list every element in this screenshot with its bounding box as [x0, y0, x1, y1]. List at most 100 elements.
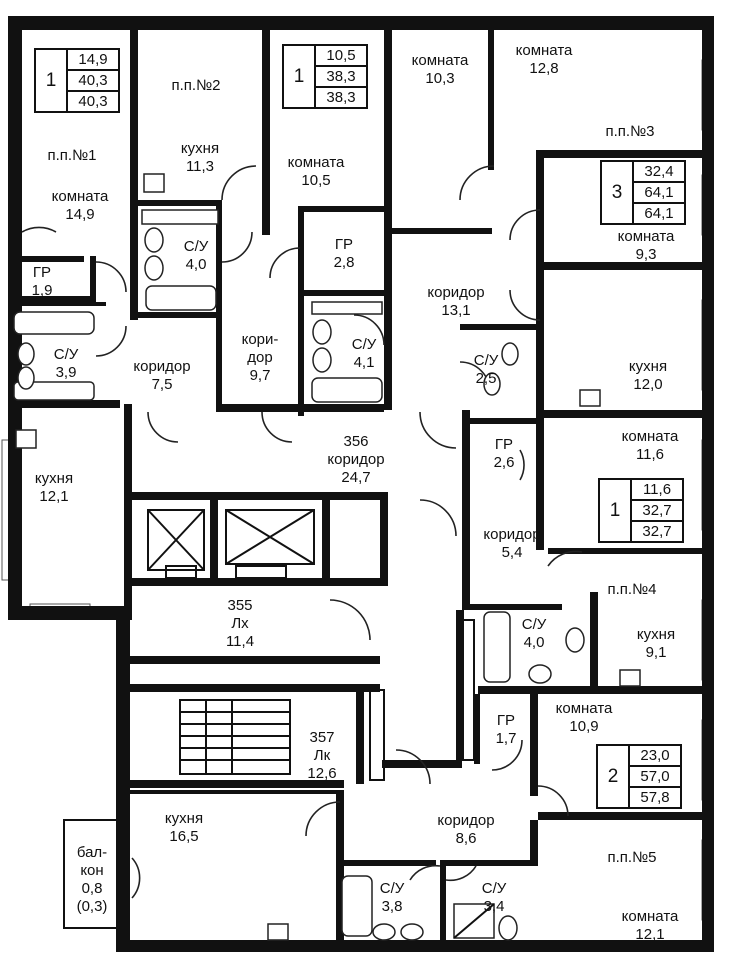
toilet [565, 627, 585, 653]
room-label: ГР 1,9 [31, 264, 53, 299]
living-area: 10,5 [316, 46, 366, 67]
apartment-rooms: 1 [36, 50, 68, 111]
door [261, 411, 293, 443]
apartment-rooms: 1 [284, 46, 316, 107]
unit-label-pp2: п.п.№2 [171, 77, 221, 94]
apartment-badge-1: 1 14,9 40,3 40,3 [34, 48, 120, 113]
room-label: коридор 8,6 [437, 812, 495, 847]
door [547, 550, 583, 567]
room-label: 355 Лх 11,4 [225, 597, 255, 650]
door [269, 247, 301, 279]
room-label: С/У 4,0 [183, 238, 209, 273]
total-area-with-balcony: 64,1 [644, 205, 674, 222]
room-label: ГР 1,7 [495, 712, 517, 747]
room-label: С/У 3,4 [481, 880, 507, 915]
sink [619, 669, 641, 687]
apartment-badge-3: 3 32,4 64,1 64,1 [600, 160, 686, 225]
toilet [528, 664, 552, 684]
door [395, 749, 431, 785]
door [95, 261, 127, 293]
total-area: 32,7 [632, 501, 682, 522]
toilet [483, 372, 501, 396]
room-label: комната 14,9 [51, 188, 109, 223]
toilet [312, 319, 332, 345]
unit-label-pp1: п.п.№1 [47, 147, 97, 164]
bathtub [483, 611, 511, 683]
lift-shaft [225, 509, 315, 565]
core-elements [63, 509, 475, 929]
fixtures [13, 173, 641, 941]
room-label: комната 11,6 [621, 428, 679, 463]
sink [15, 429, 37, 449]
door [329, 599, 371, 641]
apartment-badge-2: 1 10,5 38,3 38,3 [282, 44, 368, 109]
door [221, 165, 257, 201]
room-label: кухня 9,1 [636, 626, 676, 661]
bathtub [13, 311, 95, 335]
toilet [312, 347, 332, 373]
total-area-with-balcony: 32,7 [642, 523, 672, 540]
door [21, 226, 57, 233]
toilet [501, 342, 519, 366]
interior-walls [12, 30, 710, 942]
room-label: комната 10,3 [411, 52, 469, 87]
apartment-rooms: 1 [600, 480, 632, 541]
total-area: 64,1 [634, 183, 684, 204]
room-label: ГР 2,6 [493, 436, 515, 471]
room-label: С/У 4,0 [521, 616, 547, 651]
door [409, 864, 441, 881]
room-label: комната 9,3 [617, 228, 675, 263]
toilet [17, 366, 35, 390]
toilet [144, 227, 164, 253]
door [221, 231, 253, 263]
room-label: ГР 2,8 [333, 236, 355, 271]
toilet [400, 923, 424, 941]
sink [579, 389, 601, 407]
room-label: комната 12,8 [515, 42, 573, 77]
door [519, 449, 525, 481]
room-label: 357 Лк 12,6 [307, 729, 337, 782]
living-area: 14,9 [68, 50, 118, 71]
door [95, 325, 127, 357]
room-label: кухня 16,5 [164, 810, 204, 845]
bathtub [13, 381, 95, 401]
room-label: комната 10,5 [287, 154, 345, 189]
unit-label-pp5: п.п.№5 [607, 849, 657, 866]
room-label: кухня 12,1 [34, 470, 74, 505]
total-area-with-balcony: 38,3 [326, 89, 356, 106]
living-area: 32,4 [634, 162, 684, 183]
door [509, 209, 541, 241]
total-area: 57,0 [630, 767, 680, 788]
door [537, 785, 569, 817]
door [419, 499, 457, 537]
total-area-with-balcony: 57,8 [640, 789, 670, 806]
sink [143, 173, 165, 193]
door [491, 739, 523, 771]
outer-walls [8, 16, 714, 952]
balcony-outline [63, 819, 119, 929]
living-area: 23,0 [630, 746, 680, 767]
toilet [372, 923, 396, 941]
room-label: коридор 13,1 [427, 284, 485, 319]
door [459, 165, 495, 201]
room-label: кухня 11,3 [180, 140, 220, 175]
apartment-rooms: 3 [602, 162, 634, 223]
doors [21, 165, 583, 899]
total-area: 38,3 [316, 67, 366, 88]
room-label: С/У 2,5 [473, 352, 499, 387]
lift-shaft [147, 509, 205, 571]
room-label: кори- дор 9,7 [241, 331, 279, 384]
door [353, 314, 385, 346]
door [131, 857, 141, 899]
sink [267, 923, 289, 941]
room-label: комната 12,1 [621, 908, 679, 943]
total-area-with-balcony: 40,3 [78, 93, 108, 110]
door [147, 411, 179, 443]
toilet [144, 255, 164, 281]
bathtub [341, 875, 373, 937]
room-label: коридор 5,4 [483, 526, 541, 561]
room-label: С/У 3,8 [379, 880, 405, 915]
shelf [311, 301, 383, 315]
